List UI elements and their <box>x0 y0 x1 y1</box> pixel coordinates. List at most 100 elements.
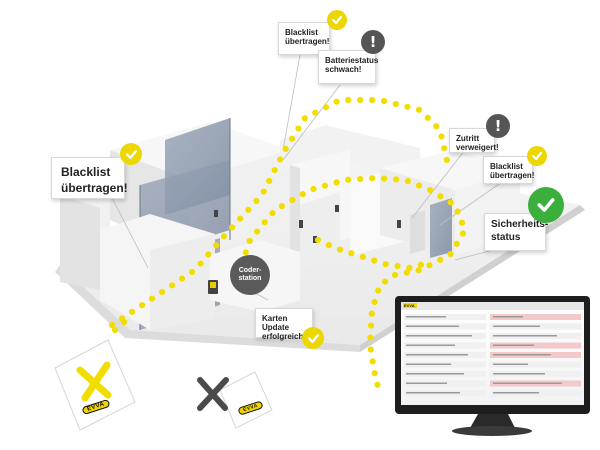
path-dot <box>253 228 261 235</box>
path-dot <box>392 100 399 108</box>
path-dot <box>228 224 236 231</box>
callout-battery: Batteriestatus schwach! <box>318 50 378 84</box>
path-dot <box>371 257 378 264</box>
path-dot <box>260 188 267 195</box>
screen-text-line <box>406 392 460 394</box>
path-dot <box>314 236 322 244</box>
path-dot <box>108 321 116 329</box>
path-dot <box>220 233 228 240</box>
path-dot <box>367 334 374 341</box>
path-dot <box>299 191 306 198</box>
path-dot <box>359 253 366 261</box>
path-dot <box>427 186 434 194</box>
path-dot <box>357 175 364 183</box>
screen-row-right <box>490 361 581 368</box>
path-dot <box>271 167 278 174</box>
path-dot <box>312 109 319 116</box>
callout-blacklist-left-text: Blacklist übertragen! <box>61 165 128 195</box>
path-dot <box>426 262 433 269</box>
path-dot <box>266 177 273 184</box>
exclamation-icon: ! <box>486 114 510 138</box>
path-dot <box>278 202 286 210</box>
path-dot <box>403 269 410 276</box>
path-dot <box>371 370 378 377</box>
path-dot <box>369 358 376 365</box>
callout-blacklist-top: Blacklist übertragen! <box>278 22 330 55</box>
path-dot <box>406 264 413 272</box>
invalid-card <box>197 371 273 429</box>
path-dot <box>333 98 340 105</box>
path-dot <box>381 175 388 182</box>
path-dot <box>394 262 401 270</box>
path-dot <box>322 104 330 111</box>
path-dot <box>205 251 212 258</box>
path-dot <box>138 302 146 309</box>
check-icon <box>327 10 347 30</box>
path-dot <box>368 310 375 317</box>
path-dot <box>348 250 355 257</box>
screen-row-right <box>490 314 581 320</box>
callout-blacklist-right-text: Blacklist übertragen! <box>490 162 535 181</box>
screen-text-line <box>493 382 562 384</box>
path-dot <box>381 278 389 285</box>
path-dot <box>325 242 332 249</box>
exclamation-icon: ! <box>361 30 385 54</box>
valid-card <box>54 339 136 431</box>
path-dot <box>369 175 376 182</box>
path-dot <box>424 114 431 121</box>
path-dot <box>289 197 296 204</box>
screen-row-right <box>490 342 581 349</box>
path-dot <box>336 246 344 253</box>
x-mark-icon <box>76 361 112 402</box>
path-dot <box>453 240 460 247</box>
path-dot <box>368 322 375 329</box>
path-dot <box>380 97 388 105</box>
path-dot <box>277 156 284 163</box>
path-dot <box>148 295 156 302</box>
glass-panel-right <box>430 198 452 258</box>
screen-text-line <box>406 382 447 384</box>
path-dot <box>371 298 378 306</box>
path-dot <box>245 206 252 213</box>
path-dot <box>242 249 249 256</box>
path-dot <box>333 179 340 186</box>
path-dot <box>415 267 422 274</box>
screen-text-line <box>406 325 459 327</box>
path-dot <box>458 219 466 226</box>
screen-text-line <box>493 316 523 318</box>
path-dot <box>197 260 204 267</box>
path-dot <box>357 96 364 104</box>
path-dot <box>437 193 444 200</box>
screen-text-line <box>406 363 451 365</box>
path-dot <box>310 185 317 193</box>
path-dot <box>443 156 450 164</box>
path-dot <box>178 275 186 282</box>
path-dot <box>382 261 389 268</box>
callout-security-status-text: Sicherheits-status <box>491 219 549 243</box>
check-icon <box>302 327 324 349</box>
path-dot <box>213 242 220 249</box>
path-dot <box>447 199 454 206</box>
callout-access-denied-text: Zutritt verweigert! <box>456 134 499 153</box>
path-dot <box>415 106 423 113</box>
path-dot <box>391 271 399 279</box>
path-dot <box>438 133 445 140</box>
monitor <box>395 296 590 436</box>
path-dot <box>404 103 411 110</box>
path-dot <box>128 308 136 315</box>
path-dot <box>345 96 352 104</box>
path-dot <box>441 145 448 152</box>
path-dot <box>321 182 329 189</box>
path-dot <box>253 197 260 205</box>
path-dot <box>369 96 376 104</box>
screen-text-line <box>406 335 472 337</box>
path-dot <box>459 230 466 237</box>
path-dot <box>282 145 289 152</box>
path-dot <box>246 237 253 245</box>
callout-card-update-text: Karten Update erfolgreich! <box>262 314 307 342</box>
coder-station-label: Coder-station <box>230 255 270 295</box>
path-dot <box>188 268 196 276</box>
path-dot <box>120 318 128 326</box>
